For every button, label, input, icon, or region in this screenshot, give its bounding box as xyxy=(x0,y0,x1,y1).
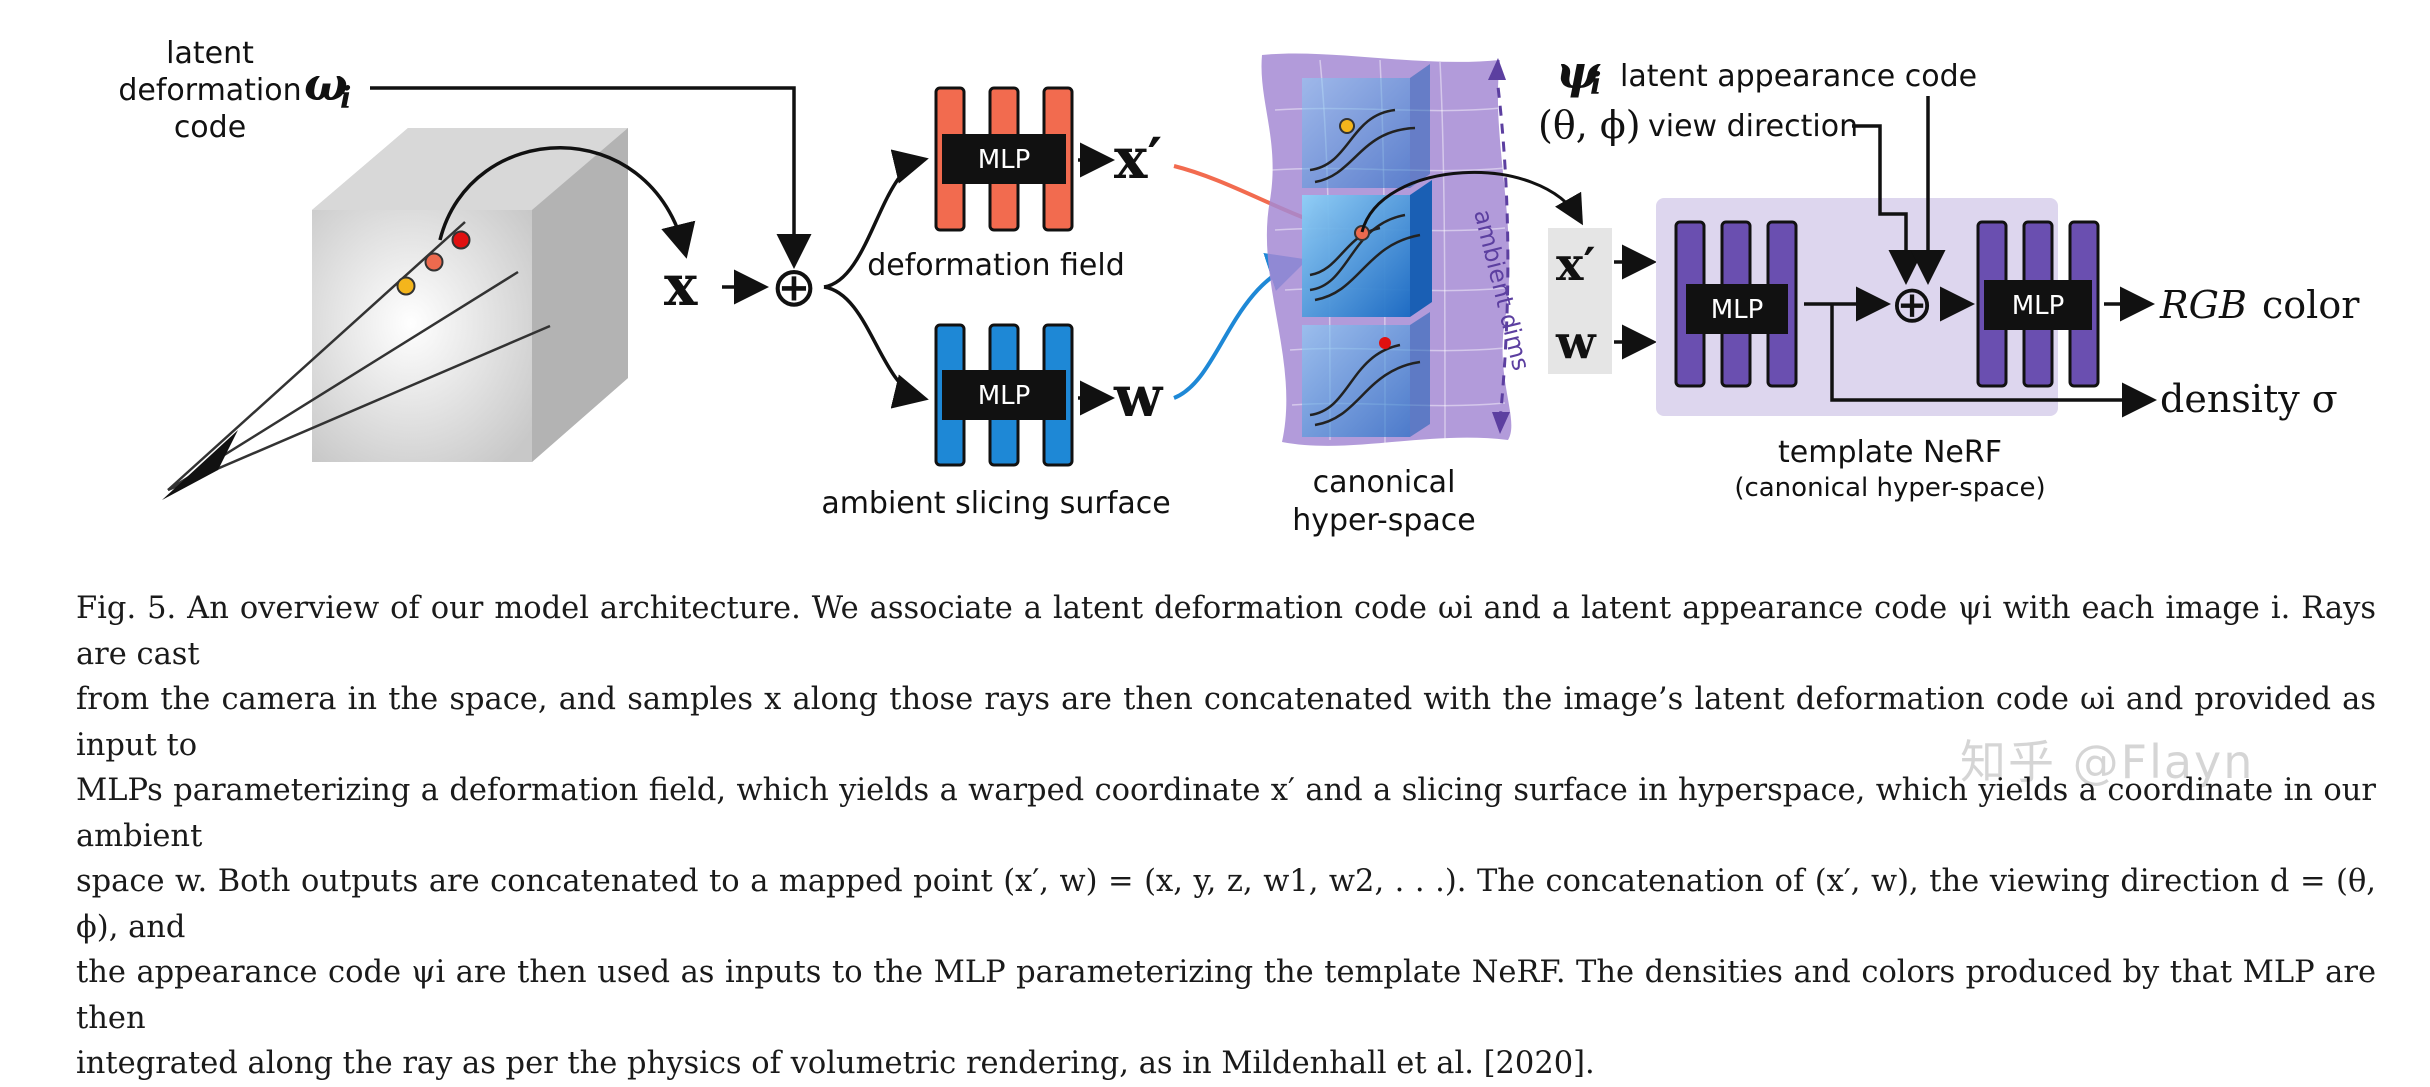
caption-line: from the camera in the space, and sample… xyxy=(76,682,2376,763)
density-label: density σ xyxy=(2160,377,2338,421)
caption-line: space w. Both outputs are concatenated t… xyxy=(76,864,2376,945)
mapped-w: w xyxy=(1555,315,1597,369)
figure-caption: Fig. 5. An overview of our model archite… xyxy=(76,586,2376,1087)
psi-subscript: i xyxy=(1590,67,1601,102)
sample-to-x-arrow xyxy=(438,146,696,259)
deformation-field-label: deformation field xyxy=(867,248,1125,283)
caption-line: the appearance code ψi are then used as … xyxy=(76,955,2376,1036)
nerf-mlp-1: MLP xyxy=(1674,220,1798,388)
svg-text:latent: latent xyxy=(166,36,254,71)
svg-text:code: code xyxy=(174,110,246,145)
concat-to-slicing-arrow xyxy=(823,285,929,409)
mapped-x-prime: x′ xyxy=(1556,237,1596,291)
svg-text:MLP: MLP xyxy=(978,381,1031,411)
omega-arrow xyxy=(370,86,812,269)
theta-phi-symbol: (θ, ϕ) xyxy=(1538,103,1641,147)
omega-subscript: i xyxy=(340,81,351,116)
svg-text:MLP: MLP xyxy=(2012,291,2065,321)
rgb-label: RGB xyxy=(2159,283,2247,327)
x-prime-output: x′ xyxy=(1114,126,1162,192)
template-nerf-sublabel: (canonical hyper-space) xyxy=(1734,473,2045,503)
canonical-hyperspace xyxy=(1261,53,1512,446)
canonical-hyperspace-label-2: hyper-space xyxy=(1292,503,1476,538)
caption-line: integrated along the ray as per the phys… xyxy=(76,1046,1595,1081)
x-input-symbol: x xyxy=(664,253,698,319)
svg-text:deformation: deformation xyxy=(118,73,301,108)
concat-operator-2: ⊕ xyxy=(1890,275,1934,335)
ray-sample-points xyxy=(396,230,471,296)
w-output: w xyxy=(1113,364,1164,430)
view-direction-arrow xyxy=(1852,124,1924,285)
template-nerf-label: template NeRF xyxy=(1778,435,2002,470)
latent-appearance-code-label: latent appearance code xyxy=(1620,59,1977,94)
caption-line: MLPs parameterizing a deformation field,… xyxy=(76,773,2376,854)
rgb-color-label: color xyxy=(2262,283,2360,327)
nerf-mlp-2: MLP xyxy=(1976,220,2100,388)
omega-symbol: ω xyxy=(304,57,348,111)
ambient-slicing-surface-label: ambient slicing surface xyxy=(821,486,1170,521)
observation-cube xyxy=(312,128,628,462)
mapped-point-box xyxy=(1548,228,1612,374)
concat-operator-1: ⊕ xyxy=(771,255,818,320)
camera-rays xyxy=(162,221,551,500)
caption-line: Fig. 5. An overview of our model archite… xyxy=(76,591,2376,672)
hyperspace-to-xprime-arrow xyxy=(1360,170,1583,233)
latent-deformation-code-label: latent deformation code xyxy=(118,36,301,145)
density-output-arrow xyxy=(1830,304,2157,418)
svg-text:MLP: MLP xyxy=(1711,295,1764,325)
concat-to-deformation-arrow xyxy=(823,149,929,289)
svg-text:MLP: MLP xyxy=(978,145,1031,175)
canonical-hyperspace-label: canonical xyxy=(1313,465,1456,500)
deformation-mlp: MLP xyxy=(934,86,1074,232)
view-direction-label: view direction xyxy=(1648,109,1858,144)
slicing-mlp: MLP xyxy=(934,323,1074,467)
architecture-diagram: latent deformation code ω i x ⊕ MLP x′ d… xyxy=(118,36,2360,538)
psi-symbol: ψ xyxy=(1556,45,1601,99)
